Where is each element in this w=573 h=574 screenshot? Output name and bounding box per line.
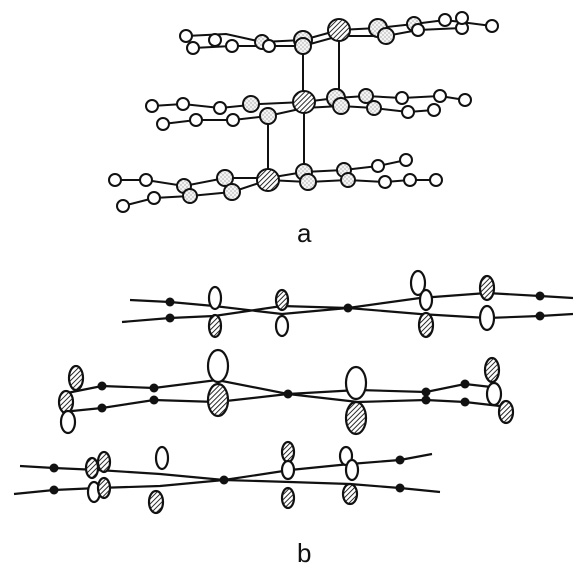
panel-b-orbital-chains	[13, 269, 573, 515]
molecule-bottom	[108, 153, 443, 213]
molecule-top	[179, 11, 499, 55]
panel-label-a: a	[297, 218, 312, 248]
chain-middle	[57, 348, 515, 436]
orbital-group	[84, 440, 360, 515]
panel-a-stacked-molecules	[108, 11, 499, 213]
chain-top	[121, 269, 573, 339]
orbital-group	[57, 348, 515, 436]
chain-bottom	[13, 440, 441, 515]
panel-label-b: b	[297, 538, 312, 568]
molecule-middle	[145, 88, 472, 131]
orbital-group	[207, 269, 496, 339]
